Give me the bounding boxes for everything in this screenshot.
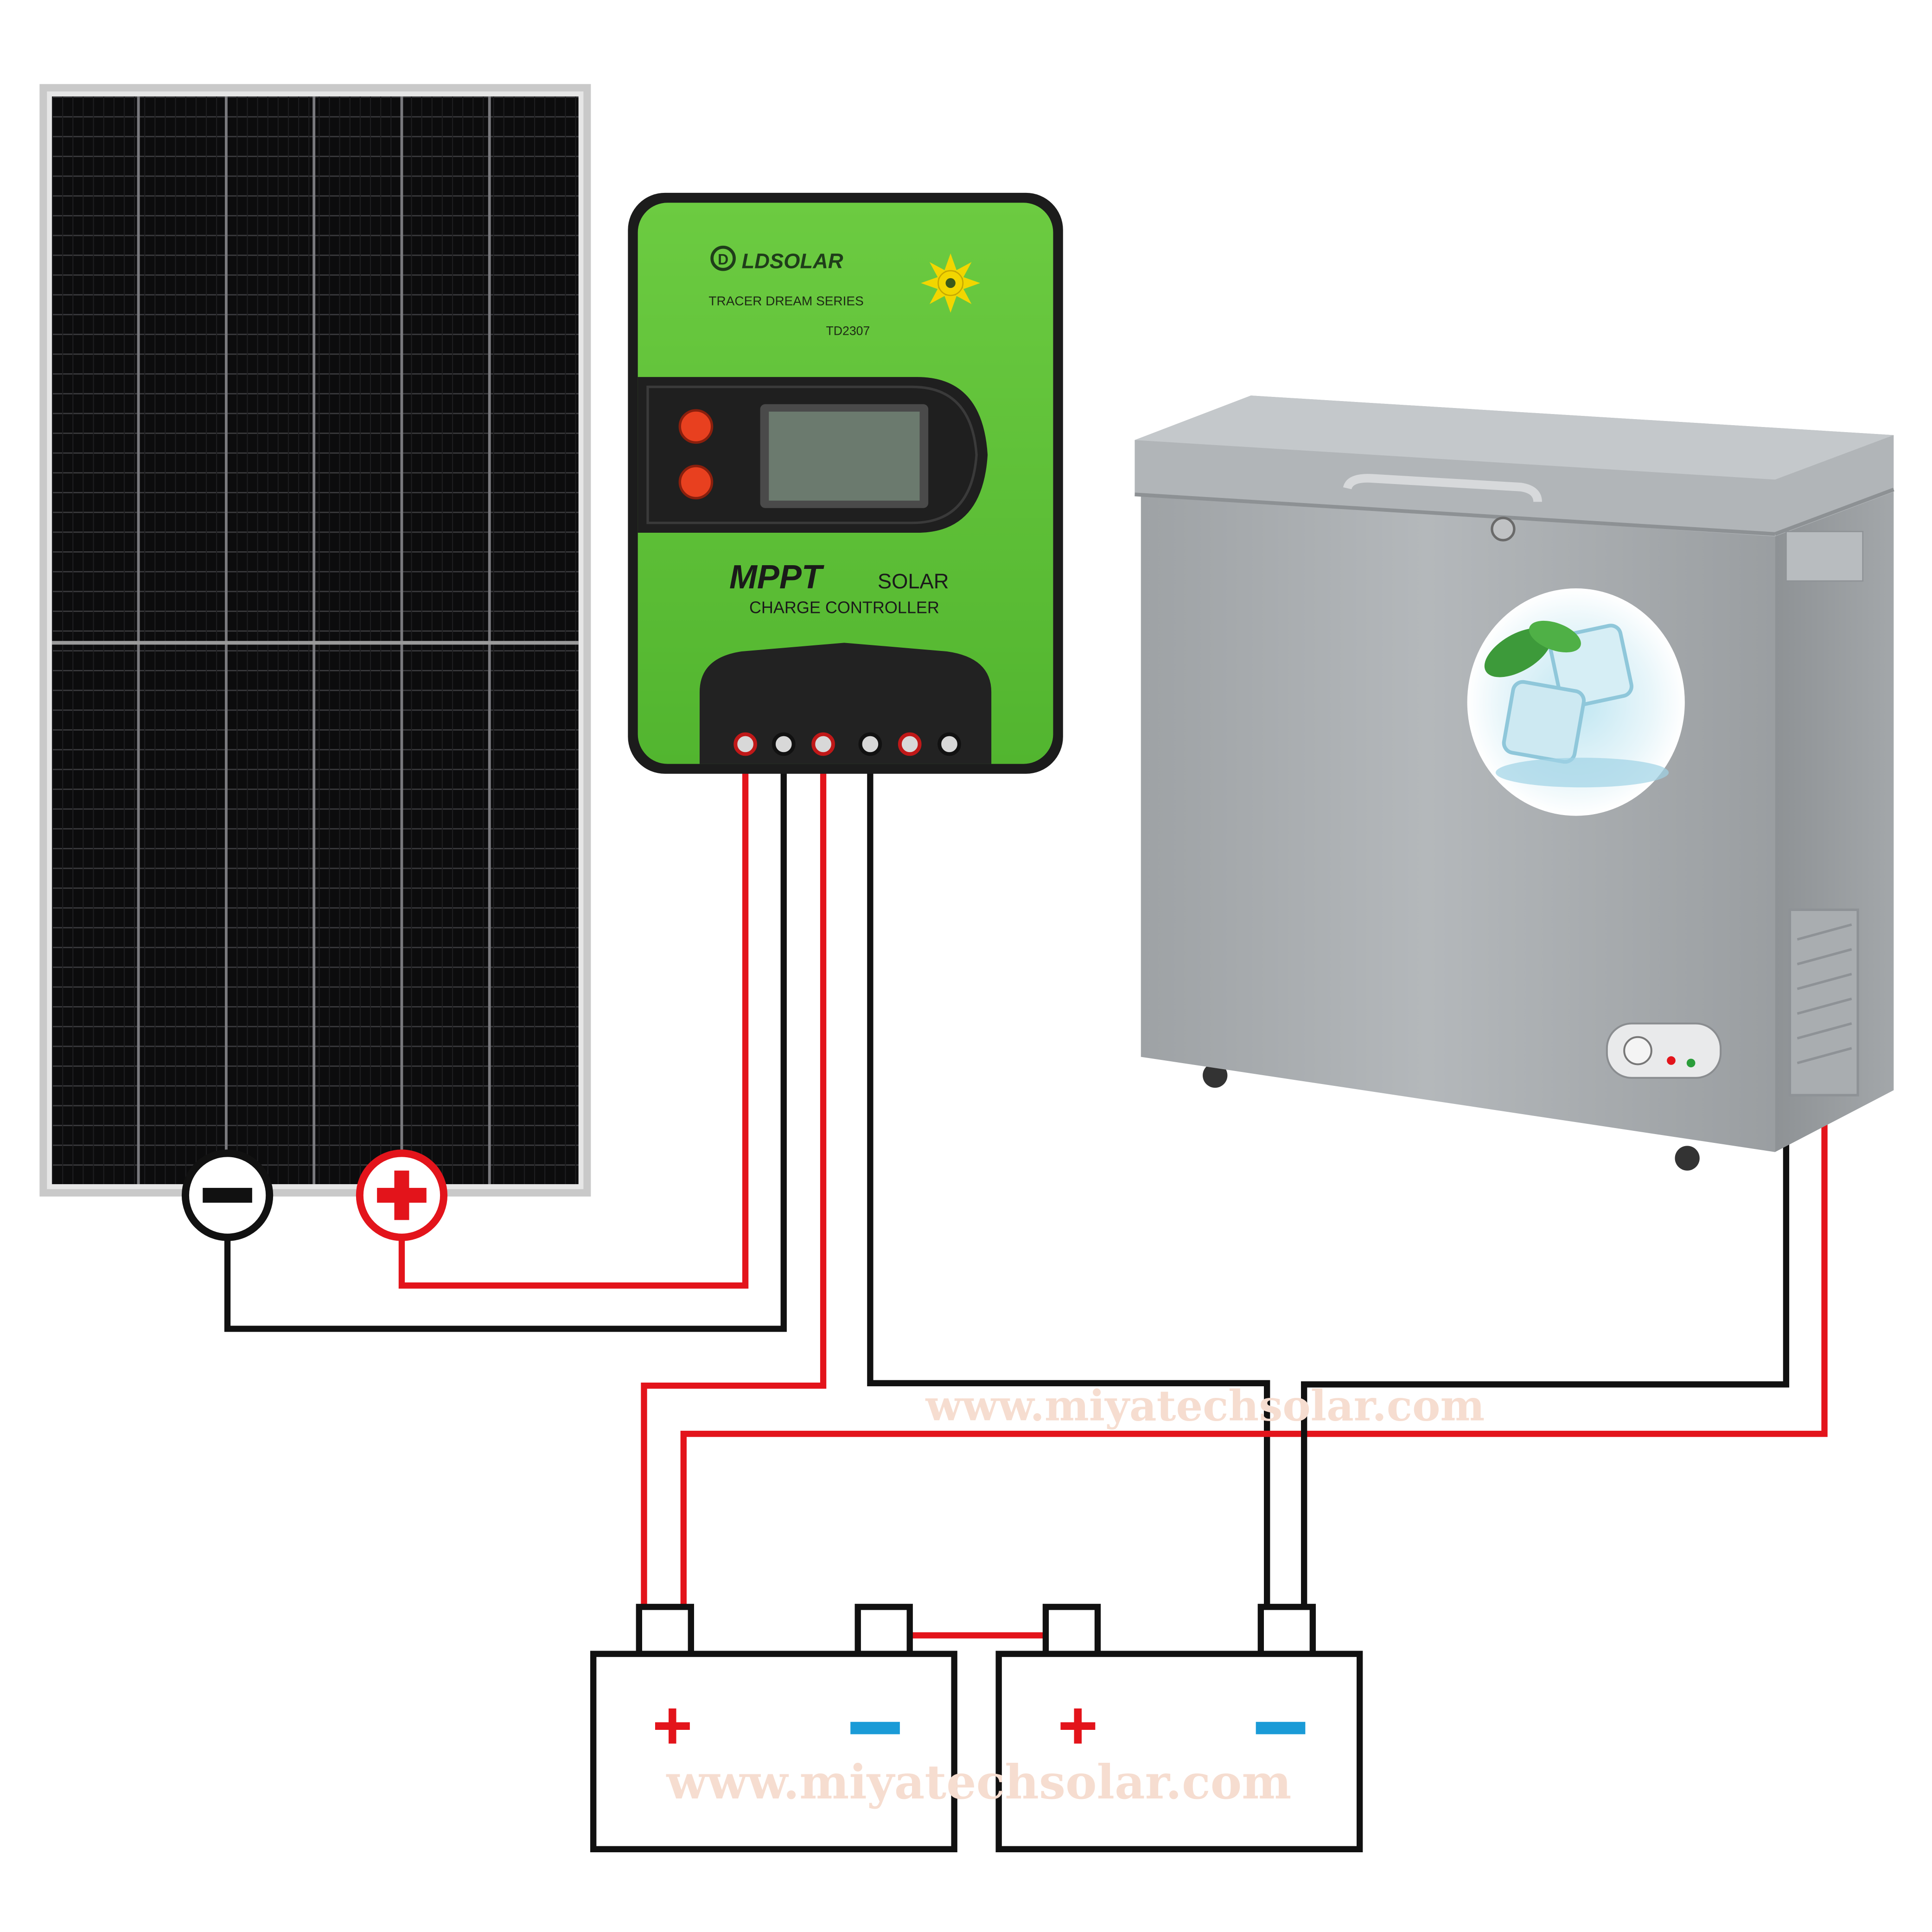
battery-2: + − bbox=[995, 1604, 1363, 1853]
lcd-screen bbox=[769, 411, 920, 501]
controller-logo: D LDSOLAR bbox=[710, 245, 843, 273]
load-positive-wire bbox=[680, 1075, 1828, 1607]
bat-positive-screw bbox=[811, 732, 835, 756]
freezer-handle bbox=[1343, 474, 1542, 503]
battery-1-negative-post bbox=[854, 1604, 913, 1657]
controller-series: TRACER DREAM SERIES bbox=[708, 294, 863, 308]
battery-1-positive-post bbox=[636, 1604, 694, 1657]
wires bbox=[224, 744, 1828, 1639]
controller-title-main: MPPT bbox=[729, 559, 825, 596]
battery-1-minus-mark bbox=[850, 1722, 900, 1734]
controller-brand: LDSOLAR bbox=[742, 249, 843, 273]
ice-cube-icon bbox=[1467, 588, 1685, 816]
freezer-lock bbox=[1491, 516, 1516, 542]
controller-title-side: SOLAR bbox=[878, 569, 949, 593]
battery-1-body bbox=[590, 1651, 957, 1853]
watermark-lower: www.miyatechsolar.com bbox=[666, 1754, 1292, 1810]
freezer-vent bbox=[1788, 908, 1859, 1097]
busbars bbox=[137, 96, 491, 1185]
panel-positive-terminal bbox=[356, 1149, 448, 1241]
terminal-screws bbox=[733, 732, 961, 756]
battery-2-body bbox=[995, 1651, 1363, 1853]
status-led bbox=[1686, 1058, 1696, 1068]
sun-icon bbox=[921, 253, 981, 313]
battery-2-plus: + bbox=[1058, 1686, 1098, 1764]
thermostat-knob[interactable] bbox=[1623, 1036, 1652, 1065]
load-negative-screw bbox=[937, 732, 961, 756]
svg-text:D: D bbox=[718, 251, 728, 268]
pv-positive-screw bbox=[733, 732, 757, 756]
battery-2-positive-post bbox=[1042, 1604, 1101, 1657]
battery-negative-wire bbox=[867, 744, 1270, 1607]
menu-button[interactable] bbox=[678, 409, 714, 444]
load-positive-screw bbox=[898, 732, 922, 756]
freezer-control-panel bbox=[1606, 1022, 1722, 1079]
chest-freezer bbox=[1135, 395, 1894, 1171]
freezer-label bbox=[1785, 531, 1864, 582]
battery-2-minus-mark bbox=[1256, 1722, 1306, 1734]
panel-negative-terminal bbox=[181, 1149, 274, 1241]
terminal-block bbox=[699, 643, 992, 764]
panel-negative-wire bbox=[224, 744, 787, 1332]
controller-model: TD2307 bbox=[826, 324, 870, 338]
enter-button[interactable] bbox=[678, 465, 714, 500]
charge-controller: D LDSOLAR TRACER DREAM SERIES TD2307 bbox=[628, 192, 1063, 774]
bat-negative-screw bbox=[858, 732, 882, 756]
panel-positive-wire bbox=[398, 744, 749, 1289]
battery-1-plus: + bbox=[652, 1686, 693, 1764]
solar-panel bbox=[39, 84, 591, 1197]
watermark-upper: www.miyatechsolar.com bbox=[925, 1381, 1485, 1430]
pv-negative-screw bbox=[772, 732, 796, 756]
load-negative-wire bbox=[1301, 1118, 1790, 1607]
battery-positive-wire bbox=[641, 744, 827, 1607]
battery-2-negative-post bbox=[1257, 1604, 1316, 1657]
controller-title-sub: CHARGE CONTROLLER bbox=[749, 598, 939, 617]
power-led bbox=[1667, 1056, 1676, 1065]
battery-1: + − bbox=[590, 1604, 957, 1853]
